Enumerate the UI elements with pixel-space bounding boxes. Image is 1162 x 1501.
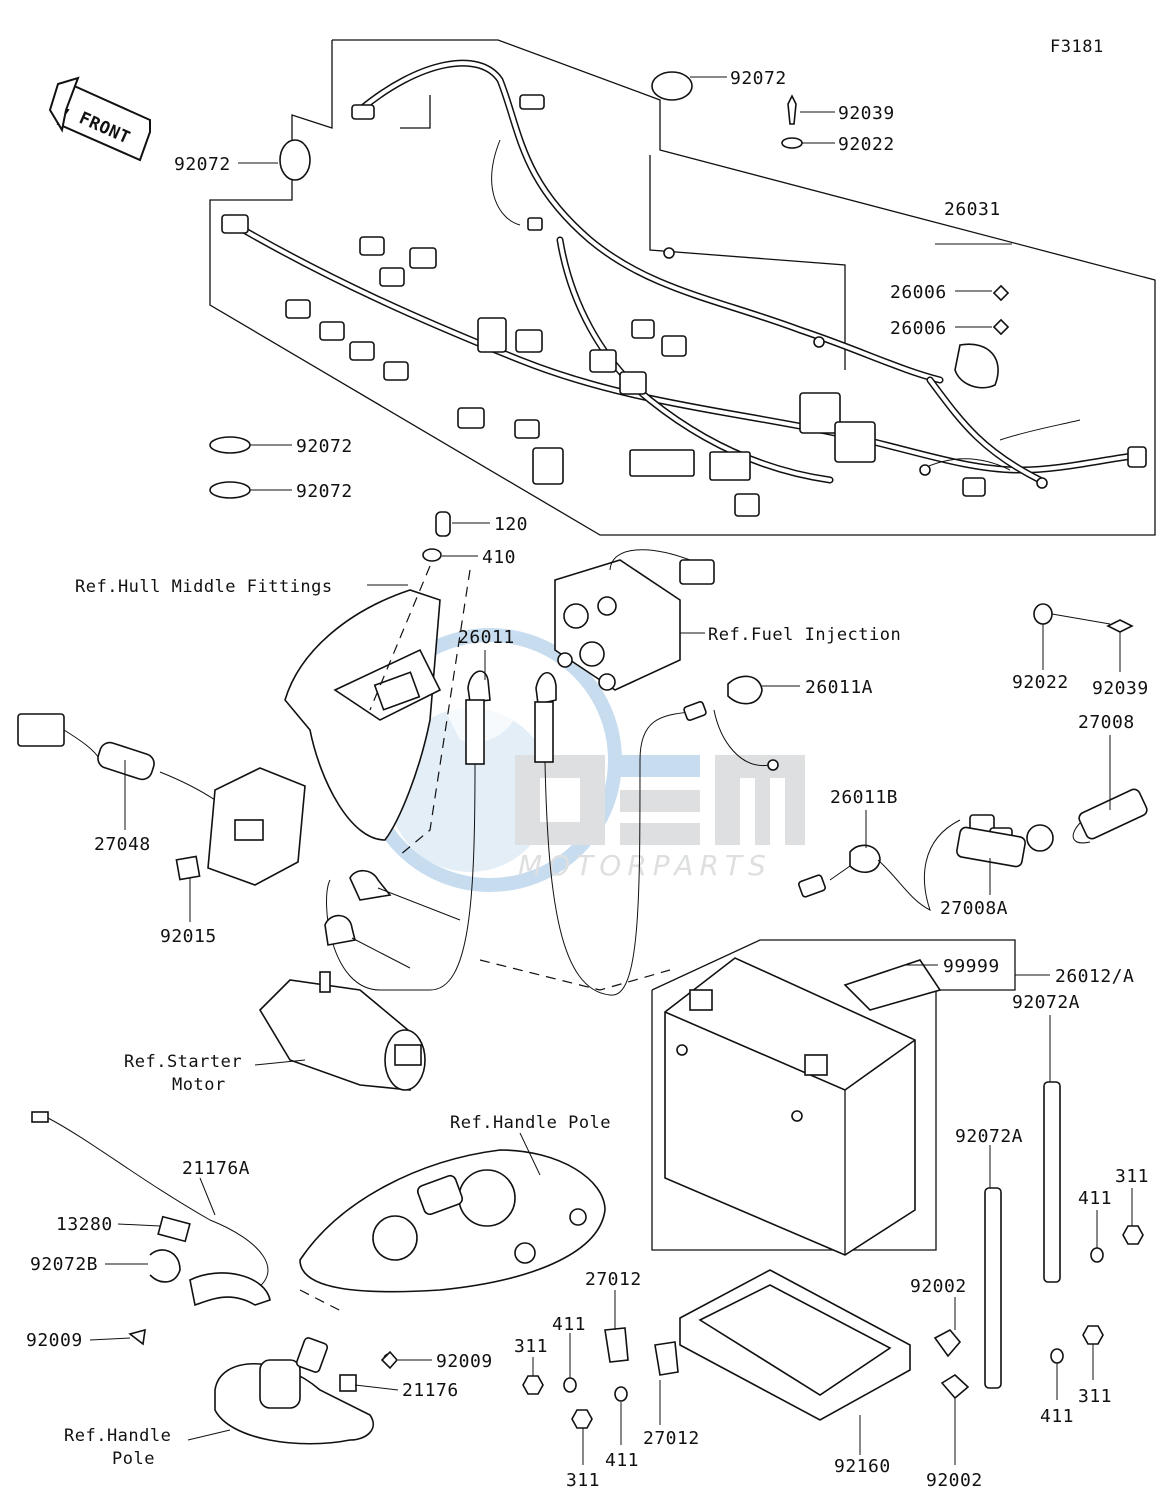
part-label-311: 311 (1115, 1166, 1149, 1187)
part-label-411: 411 (552, 1314, 586, 1335)
part-label-27008A: 27008A (940, 898, 1008, 919)
ref-handle-lower: Ref.Handle (64, 1426, 171, 1446)
part-label-311: 311 (566, 1470, 600, 1491)
hull-middle-fitting (284, 565, 442, 841)
part-label-92160: 92160 (834, 1456, 891, 1477)
part-label-27008: 27008 (1078, 712, 1135, 733)
part-label-92039: 92039 (838, 103, 895, 124)
fuel-injection-module (554, 549, 715, 691)
ref-handle-lower-pole: Pole (112, 1449, 155, 1469)
leader-lines (89, 76, 1133, 1465)
part-label-311: 311 (514, 1336, 548, 1357)
part-label-92002: 92002 (910, 1276, 967, 1297)
hardware (380, 1225, 1144, 1429)
part-label-27012: 27012 (643, 1428, 700, 1449)
part-label-27012: 27012 (585, 1269, 642, 1290)
part-label-120: 120 (494, 514, 528, 535)
handle-pole-upper (299, 1149, 606, 1293)
part-label-26012-a: 26012/A (1055, 966, 1134, 987)
battery-straps (984, 1081, 1061, 1389)
part-label-92072: 92072 (296, 481, 353, 502)
part-label-92039: 92039 (1092, 678, 1149, 699)
part-label-92072A: 92072A (1012, 992, 1080, 1013)
part-label-92009: 92009 (26, 1330, 83, 1351)
handle-pole-lower (214, 1337, 395, 1445)
battery (664, 957, 942, 1256)
front-arrow: FRONT (48, 76, 151, 162)
part-label-99999: 99999 (943, 956, 1000, 977)
figure-id: F3181 (1050, 37, 1104, 57)
ref-starter-motor: Motor (172, 1075, 226, 1095)
part-label-27048: 27048 (94, 834, 151, 855)
part-label-92015: 92015 (160, 926, 217, 947)
battery-tray (679, 1269, 911, 1421)
labels: F3181 92072 92039 92022 92072 26031 2600… (26, 37, 1149, 1491)
watermark-sub: MOTORPARTS (518, 849, 772, 882)
sensor-21176A (31, 1111, 271, 1346)
ref-starter: Ref.Starter (124, 1052, 242, 1072)
group-outlines (209, 39, 1156, 1251)
part-label-92009: 92009 (436, 1351, 493, 1372)
reference-dashes (299, 569, 671, 1314)
part-label-26011B: 26011B (830, 787, 898, 808)
part-label-92072: 92072 (174, 154, 231, 175)
part-label-410: 410 (482, 547, 516, 568)
part-label-411: 411 (1040, 1406, 1074, 1427)
relay-27048 (17, 713, 306, 886)
part-label-21176: 21176 (402, 1380, 459, 1401)
part-label-26006: 26006 (890, 318, 947, 339)
ref-hull-middle-fittings: Ref.Hull Middle Fittings (75, 577, 333, 597)
part-label-21176A: 21176A (182, 1158, 250, 1179)
clamps (209, 71, 1134, 633)
part-label-26011: 26011 (458, 627, 515, 648)
part-label-26011A: 26011A (805, 677, 873, 698)
part-label-411: 411 (1078, 1188, 1112, 1209)
ref-handle-pole: Ref.Handle Pole (450, 1113, 611, 1133)
part-label-92072: 92072 (296, 436, 353, 457)
part-label-92002: 92002 (926, 1470, 983, 1491)
part-label-26006: 26006 (890, 282, 947, 303)
part-label-92072: 92072 (730, 68, 787, 89)
keys (956, 788, 1148, 868)
wire-harness (221, 59, 1147, 517)
part-label-311: 311 (1078, 1386, 1112, 1407)
ref-fuel-injection: Ref.Fuel Injection (708, 625, 901, 645)
part-label-92022: 92022 (1012, 672, 1069, 693)
starter-motor (258, 869, 461, 1091)
part-label-26031: 26031 (944, 199, 1001, 220)
part-label-92072A: 92072A (955, 1126, 1023, 1147)
part-label-92072B: 92072B (30, 1254, 98, 1275)
part-label-13280: 13280 (56, 1214, 113, 1235)
part-label-92022: 92022 (838, 134, 895, 155)
part-label-411: 411 (605, 1450, 639, 1471)
